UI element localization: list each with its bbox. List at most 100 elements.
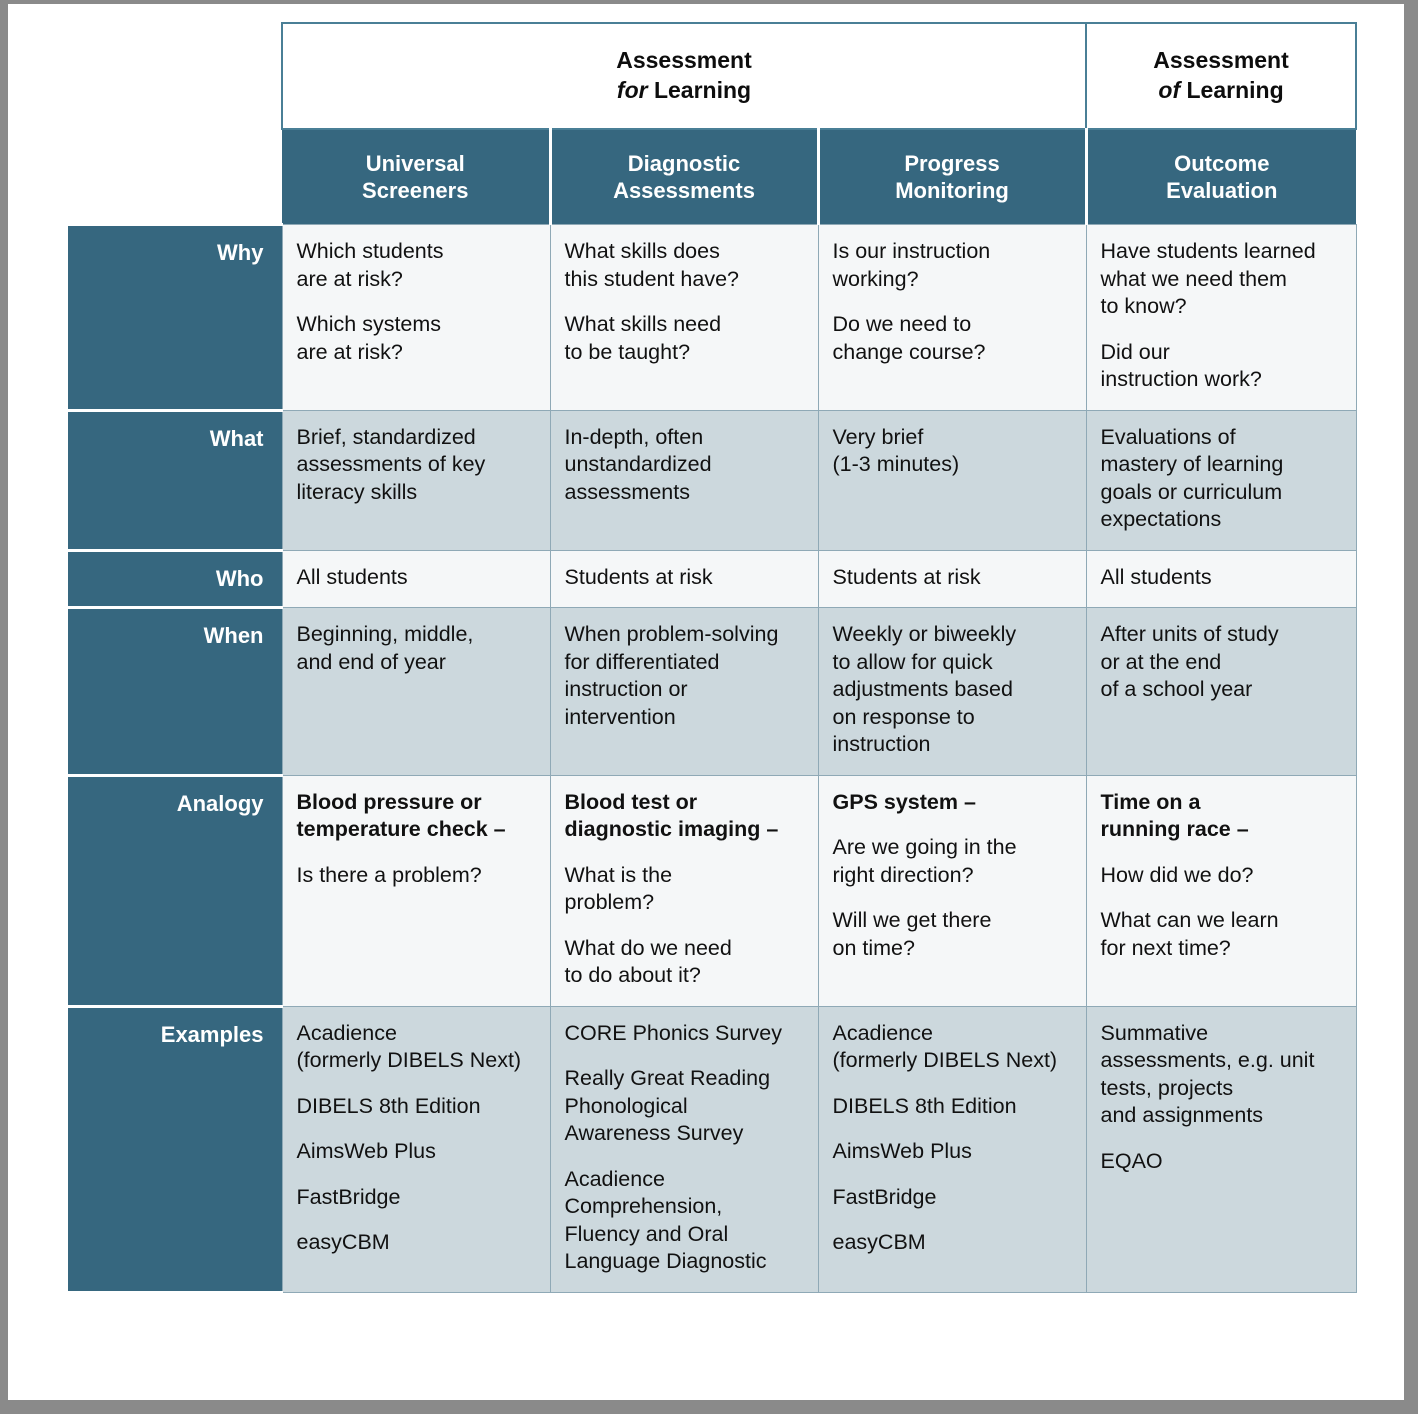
- column-header-label-line1: Progress: [904, 150, 1000, 176]
- cell-paragraph: FastBridge: [832, 1184, 937, 1209]
- cell-examples-universal_screeners: Acadience(formerly DIBELS Next)DIBELS 8t…: [281, 1005, 551, 1293]
- column-header-label-line1: Diagnostic: [627, 150, 741, 176]
- cell-paragraph: Very brief(1-3 minutes): [832, 424, 960, 477]
- cell-paragraph: How did we do?: [1100, 862, 1254, 887]
- assessment-comparison-table: Assessment for Learning Assessment of Learn…: [68, 22, 1358, 1294]
- cell-paragraph: CORE Phonics Survey: [564, 1020, 782, 1045]
- page-sheet: Assessment for Learning Assessment of Learn…: [8, 4, 1404, 1400]
- table-row: Examples Acadience(formerly DIBELS Next) D…: [68, 1004, 1357, 1294]
- row-label-why: Why: [68, 223, 282, 412]
- cell-paragraph: Acadience(formerly DIBELS Next): [832, 1020, 1058, 1073]
- cell-when-universal_screeners: Beginning, middle,and end of year: [281, 607, 551, 776]
- cell-paragraph: easyCBM: [296, 1230, 390, 1255]
- banner-assessment-of-learning: Assessment of Learning: [1085, 22, 1358, 130]
- row-label-when: When: [68, 606, 282, 777]
- cell-who-diagnostic_assessments: Students at risk: [549, 549, 819, 609]
- cell-paragraph: Students at risk: [564, 564, 713, 589]
- banner-of-emphasis: of: [1158, 77, 1181, 103]
- table-row: When Beginning, middle,and end of year Whe…: [68, 606, 1357, 777]
- banner-for-line2: for Learning: [616, 77, 752, 103]
- column-header-label-line2: Screeners: [362, 178, 469, 203]
- cell-paragraph: Is there a problem?: [296, 862, 482, 887]
- cell-who-universal_screeners: All students: [281, 549, 551, 609]
- cell-paragraph: Beginning, middle,and end of year: [296, 622, 474, 674]
- row-label-who: Who: [68, 548, 282, 610]
- table-row: Who All students Students at risk Students …: [68, 548, 1357, 610]
- column-header-corner-blank: [68, 129, 282, 225]
- cell-paragraph: DIBELS 8th Edition: [832, 1093, 1017, 1118]
- banner-of-line2: of Learning: [1158, 77, 1284, 103]
- cell-examples-progress_monitoring: Acadience(formerly DIBELS Next) DIBELS 8t…: [817, 1005, 1087, 1293]
- cell-paragraph: Students at risk: [832, 564, 981, 589]
- cell-paragraph: Acadience(formerly DIBELS Next): [296, 1020, 522, 1073]
- banner-of-line1: Assessment: [1153, 47, 1289, 74]
- column-header-label-line2: Monitoring: [895, 178, 1009, 203]
- column-header-label-line1: Universal: [365, 150, 465, 176]
- column-header-label-line2: Evaluation: [1166, 178, 1278, 203]
- row-label-what: What: [68, 408, 282, 552]
- banner-row: Assessment for Learning Assessment of Learn…: [68, 22, 1358, 130]
- banner-assessment-for-learning: Assessment for Learning: [280, 22, 1088, 130]
- cell-paragraph: EQAO: [1100, 1148, 1163, 1173]
- cell-paragraph: FastBridge: [296, 1184, 401, 1209]
- cell-paragraph: All students: [1100, 564, 1212, 589]
- assessment-comparison-table-wrapper: Assessment for Learning Assessment of Learn…: [68, 22, 1358, 1294]
- cell-who-progress_monitoring: Students at risk: [817, 549, 1087, 609]
- cell-paragraph: easyCBM: [832, 1230, 926, 1255]
- cell-paragraph: AimsWeb Plus: [832, 1139, 972, 1164]
- cell-who-outcome_evaluation: All students: [1085, 549, 1357, 609]
- row-label-analogy: Analogy: [68, 773, 282, 1008]
- column-header-label-line2: Assessments: [613, 178, 755, 203]
- banner-for-emphasis: for: [616, 77, 648, 103]
- cell-paragraph: All students: [296, 564, 408, 589]
- row-label-examples: Examples: [68, 1004, 282, 1294]
- banner-for-line1: Assessment: [616, 47, 752, 74]
- cell-lead-text: GPS system –: [832, 789, 976, 814]
